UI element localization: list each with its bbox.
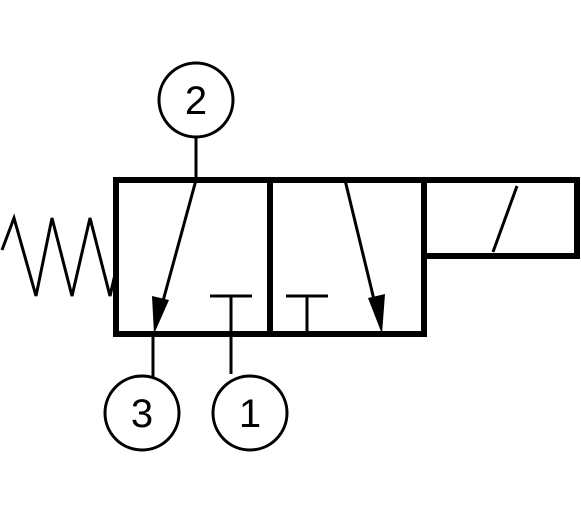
flow-path-1-to-2 xyxy=(343,179,379,313)
valve-position-right xyxy=(267,177,427,337)
flow-arrowhead-right xyxy=(368,294,385,334)
solenoid-actuator xyxy=(421,177,580,259)
port-2-circle xyxy=(157,61,235,139)
spring-symbol xyxy=(0,213,118,297)
port-3-label: 3 xyxy=(131,392,153,436)
solenoid-coil-line xyxy=(491,185,519,253)
port-3-marker: 3 xyxy=(103,374,181,452)
flow-path-2-to-3 xyxy=(158,179,198,313)
port-3-circle xyxy=(103,374,181,452)
port-1-circle xyxy=(211,374,289,452)
port-2-label: 2 xyxy=(185,79,207,123)
port-1-label: 1 xyxy=(239,392,261,436)
port-2-marker: 2 xyxy=(157,61,235,139)
port-1-marker: 1 xyxy=(211,374,289,452)
flow-arrowhead-left xyxy=(152,296,169,334)
valve-position-left xyxy=(113,177,273,337)
